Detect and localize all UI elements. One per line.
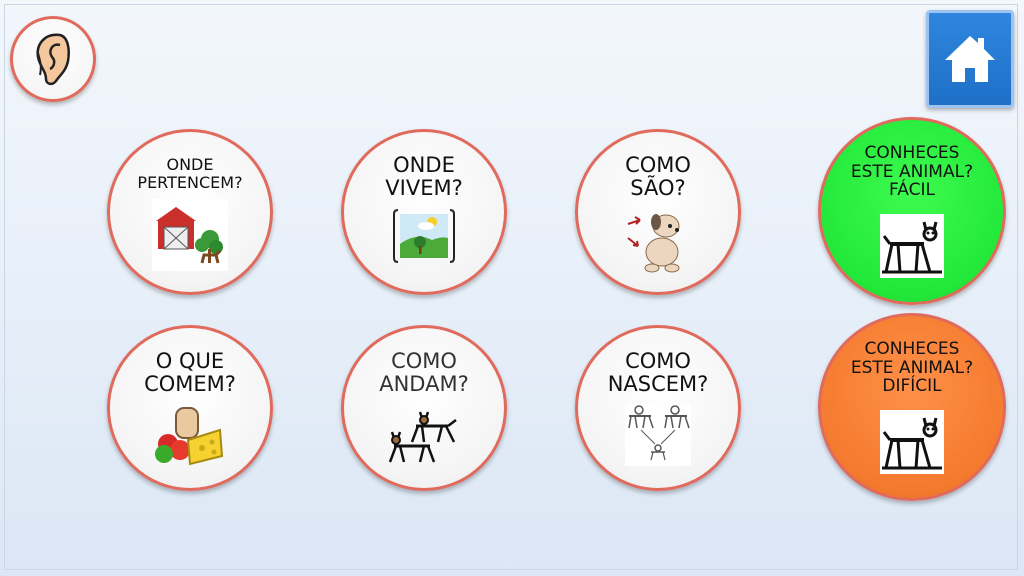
animal-icon bbox=[880, 410, 944, 475]
quiz-label: CONHECES ESTE ANIMAL? DIFÍCIL bbox=[850, 339, 974, 397]
tile-label: COMO SÃO? bbox=[625, 153, 691, 201]
farm-icon bbox=[152, 199, 228, 272]
listen-button[interactable] bbox=[10, 16, 96, 102]
home-button[interactable] bbox=[926, 10, 1014, 108]
walking-animals-icon bbox=[388, 411, 457, 463]
tile-label: ONDE VIVEM? bbox=[385, 153, 463, 201]
tile-how-they-are-born[interactable]: COMO NASCEM? bbox=[575, 325, 741, 491]
tile-where-they-live[interactable]: ONDE VIVEM? bbox=[341, 129, 507, 295]
quiz-label: CONHECES ESTE ANIMAL? FÁCIL bbox=[850, 143, 974, 201]
quiz-hard-button[interactable]: CONHECES ESTE ANIMAL? DIFÍCIL bbox=[818, 313, 1006, 501]
tile-what-they-look-like[interactable]: COMO SÃO? bbox=[575, 129, 741, 295]
ear-icon bbox=[36, 33, 70, 86]
tile-what-they-eat[interactable]: O QUE COMEM? bbox=[107, 325, 273, 491]
tile-label: ONDE PERTENCEM? bbox=[137, 155, 243, 192]
landscape-icon bbox=[393, 209, 455, 264]
quiz-easy-button[interactable]: CONHECES ESTE ANIMAL? FÁCIL bbox=[818, 117, 1006, 305]
food-icon bbox=[155, 407, 224, 466]
tile-how-they-walk[interactable]: COMO ANDAM? bbox=[341, 325, 507, 491]
animal-birth-icon bbox=[625, 404, 691, 467]
home-icon bbox=[945, 36, 995, 82]
dog-icon bbox=[627, 214, 680, 273]
tile-label: COMO NASCEM? bbox=[607, 349, 709, 397]
tile-label: COMO ANDAM? bbox=[379, 349, 469, 397]
animal-icon bbox=[880, 214, 944, 279]
tile-label: O QUE COMEM? bbox=[144, 349, 236, 397]
tile-where-they-belong[interactable]: ONDE PERTENCEM? bbox=[107, 129, 273, 295]
